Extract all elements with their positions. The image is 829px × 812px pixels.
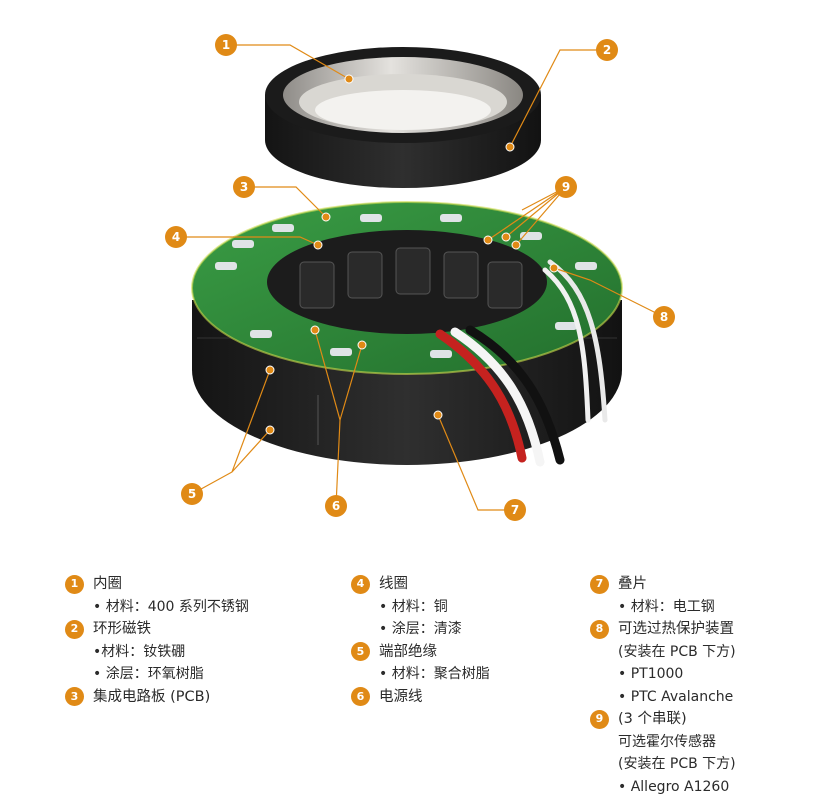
legend-detail: • PTC Avalanche: [618, 688, 734, 705]
legend-detail: • 材料：铜: [379, 598, 448, 615]
legend-number: 7: [590, 574, 609, 594]
legend-detail: (安装在 PCB 下方): [618, 643, 736, 660]
magnet-ring: [265, 47, 541, 188]
legend-title: 内圈: [93, 576, 122, 592]
callout-9: 9: [555, 176, 577, 198]
legend-number: 4: [351, 574, 370, 594]
callout-7: 7: [504, 499, 526, 521]
legend-title: 可选过热保护装置: [618, 621, 734, 637]
legend-detail: • PT1000: [618, 666, 684, 682]
legend-detail: • 材料：聚合树脂: [379, 666, 490, 682]
legend-item-1: 1 内圈: [65, 573, 249, 596]
legend-item-3: 3 集成电路板 (PCB): [65, 686, 249, 709]
legend-detail: • 材料：电工钢: [618, 598, 715, 615]
leader-lines: [176, 44, 665, 511]
callout-2: 2: [596, 39, 618, 61]
legend-detail: • 涂层：清漆: [379, 621, 462, 637]
callout-8: 8: [653, 306, 675, 328]
callout-1: 1: [215, 34, 237, 56]
legend-number: 2: [65, 619, 84, 639]
legend-title: 电源线: [379, 688, 423, 705]
legend-number: 9: [590, 709, 609, 729]
legend-detail: •材料：钕铁硼: [93, 643, 186, 660]
legend-item-5: 5 端部绝缘: [351, 641, 490, 664]
legend-item-4: 4 线圈: [351, 573, 490, 596]
callout-4: 4: [165, 226, 187, 248]
power-wires: [435, 259, 608, 467]
pcb-ring: [191, 201, 623, 375]
legend-item-9: 9 (3 个串联): [590, 708, 736, 731]
legend-detail: • 材料：400 系列不锈钢: [93, 598, 249, 615]
legend-title: (3 个串联): [618, 711, 687, 727]
legend-detail: • Allegro A1260: [618, 778, 730, 795]
legend-number: 1: [65, 574, 84, 594]
legend-detail: 可选霍尔传感器: [618, 733, 716, 750]
legend-item-8: 8 可选过热保护装置: [590, 618, 736, 641]
callout-5: 5: [181, 483, 203, 505]
motor-illustration: [176, 44, 665, 511]
legend-number: 8: [590, 619, 609, 639]
legend-number: 3: [65, 687, 84, 707]
legend-title: 线圈: [379, 576, 408, 592]
legend-detail: • 涂层：环氧树脂: [93, 666, 204, 682]
legend-column-1: 1 内圈 • 材料：400 系列不锈钢 2 环形磁铁 •材料：钕铁硼 • 涂层：环氧…: [65, 573, 249, 708]
callout-3: 3: [233, 176, 255, 198]
legend-title: 集成电路板 (PCB): [93, 688, 211, 705]
legend-number: 5: [351, 642, 370, 662]
legend-number: 6: [351, 687, 370, 707]
legend-title: 环形磁铁: [93, 621, 151, 637]
legend-title: 端部绝缘: [379, 643, 437, 660]
legend-title: 叠片: [618, 576, 647, 592]
legend-column-2: 4 线圈 • 材料：铜 • 涂层：清漆 5 端部绝缘 • 材料：聚合树脂 6 电源线: [351, 573, 490, 708]
legend-column-3: 7 叠片 • 材料：电工钢 8 可选过热保护装置 (安装在 PCB 下方) • PT…: [590, 573, 736, 798]
callout-6: 6: [325, 495, 347, 517]
legend-item-6: 6 电源线: [351, 686, 490, 709]
motor-exploded-diagram: 1 2 3 4 5 6 7 8 9: [165, 34, 675, 521]
legend-item-2: 2 环形磁铁: [65, 618, 249, 641]
legend-item-7: 7 叠片: [590, 573, 736, 596]
legend-detail: (安装在 PCB 下方): [618, 756, 736, 772]
